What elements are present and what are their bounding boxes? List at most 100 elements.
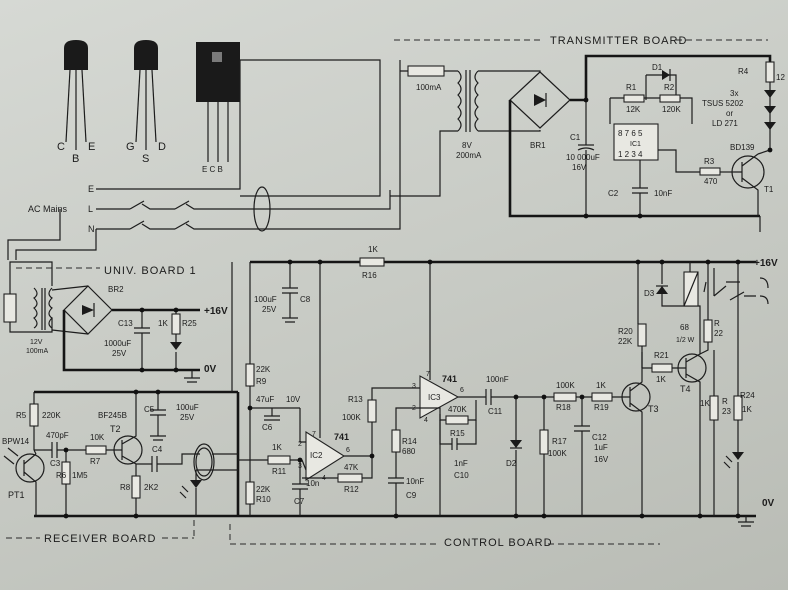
- r6-name: R6: [56, 471, 67, 480]
- c7-name: C7: [294, 497, 305, 506]
- c10-name: C10: [454, 471, 469, 480]
- control-board-label: CONTROL BOARD: [444, 537, 553, 549]
- r24-val: 1K: [742, 405, 752, 414]
- r5-name: R5: [16, 411, 27, 420]
- r14-val: 680: [402, 447, 416, 456]
- ic2-type: 741: [334, 432, 349, 442]
- ic2-pin2: 2: [298, 441, 302, 448]
- r19-val: 1K: [596, 381, 606, 390]
- mains-line-e: E: [88, 184, 94, 194]
- univ-xfmr-a: 100mA: [26, 348, 49, 355]
- bpw-label: BPW14: [2, 437, 30, 446]
- r11-name: R11: [272, 467, 287, 476]
- ic1-label: IC1: [630, 141, 641, 148]
- ic3-pin4: 4: [424, 417, 428, 424]
- ctrl-0v: 0V: [762, 498, 775, 509]
- receiver-board-label: RECEIVER BOARD: [44, 533, 156, 545]
- pt1-label: PT1: [8, 490, 25, 500]
- receiver-board: R5 220K BPW14 PT1 470pF C3 R6 1M5 10K R7…: [2, 390, 238, 545]
- c3-val: 470pF: [46, 431, 69, 440]
- tx-c2-val: 10nF: [654, 189, 672, 198]
- c5-name: C5: [144, 405, 155, 414]
- univ-board-label: UNIV. BOARD 1: [104, 265, 197, 277]
- d3-label: D3: [644, 289, 655, 298]
- tx-leds-alt: LD 271: [712, 119, 738, 128]
- t2-name: T2: [110, 424, 121, 434]
- c5-v: 25V: [180, 413, 195, 422]
- r21-name: R21: [654, 351, 669, 360]
- ic1-pins-top: 8 7 6 5: [618, 129, 643, 138]
- t4-label: T4: [680, 384, 691, 394]
- r21-val: 1K: [656, 375, 666, 384]
- r11-val: 1K: [272, 443, 282, 452]
- r22-val: 68: [680, 323, 689, 332]
- t2-type: BF245B: [98, 411, 127, 420]
- tx-r4-name: R4: [738, 67, 749, 76]
- mains-line-n: N: [88, 224, 95, 234]
- ic2-pin6: 6: [346, 447, 350, 454]
- ac-mains-section: AC Mains E L N: [7, 59, 401, 260]
- ic2-name: IC2: [310, 451, 323, 460]
- tx-c1-name: C1: [570, 133, 581, 142]
- r23-r: R: [722, 397, 728, 406]
- r15-val: 470K: [448, 405, 467, 414]
- r16-val: 1K: [368, 245, 378, 254]
- c8-v: 25V: [262, 305, 277, 314]
- ic3-pin6: 6: [460, 387, 464, 394]
- c9-name: C9: [406, 491, 417, 500]
- c8-val: 100uF: [254, 295, 277, 304]
- r25-val: 1K: [158, 319, 168, 328]
- c8-name: C8: [300, 295, 311, 304]
- r22-num: 22: [714, 329, 723, 338]
- c7-val: 10n: [306, 479, 319, 488]
- ic3-name: IC3: [428, 393, 441, 402]
- r9-name: R9: [256, 377, 267, 386]
- fet-pin-s: S: [142, 153, 149, 165]
- r19-name: R19: [594, 403, 609, 412]
- package-bjt: C E B: [57, 40, 95, 165]
- c13-name: C13: [118, 319, 133, 328]
- tx-c1-v: 16V: [572, 163, 587, 172]
- tx-leds-type: TSUS 5202: [702, 99, 744, 108]
- power-pins-label: E C B: [202, 165, 223, 174]
- c5-val: 100uF: [176, 403, 199, 412]
- tx-c1-val: 10 000uF: [566, 153, 600, 162]
- c6-name: C6: [262, 423, 273, 432]
- ic3-pin7: 7: [426, 371, 430, 378]
- r16-name: R16: [362, 271, 377, 280]
- r23-val: 1K: [700, 399, 710, 408]
- r9-val: 22K: [256, 365, 271, 374]
- bjt-pin-e: E: [88, 141, 95, 153]
- d2-label: D2: [506, 459, 517, 468]
- t3-label: T3: [648, 404, 659, 414]
- tx-leds-count: 3x: [730, 89, 738, 98]
- r13-val: 100K: [342, 413, 361, 422]
- r18-val: 100K: [556, 381, 575, 390]
- c12-val: 1uF: [594, 443, 608, 452]
- r6-val: 1M5: [72, 471, 88, 480]
- r15-name: R15: [450, 429, 465, 438]
- c6-val: 47uF: [256, 395, 274, 404]
- c10-val: 1nF: [454, 459, 468, 468]
- r13-name: R13: [348, 395, 363, 404]
- package-power-transistor: E C B: [196, 42, 240, 174]
- c3-name: C3: [50, 459, 61, 468]
- tx-r2-name: R2: [664, 83, 675, 92]
- r10-val: 22K: [256, 485, 271, 494]
- ctrl-plus16v: +16V: [754, 258, 778, 269]
- r20-val: 22K: [618, 337, 633, 346]
- ic3-type: 741: [442, 374, 457, 384]
- tx-fuse-label: 100mA: [416, 83, 442, 92]
- fet-pin-g: G: [126, 141, 135, 153]
- transmitter-board-label: TRANSMITTER BOARD: [550, 35, 687, 47]
- r12-name: R12: [344, 485, 359, 494]
- c11-val: 100nF: [486, 375, 509, 384]
- r25-name: R25: [182, 319, 197, 328]
- ic3-pin3: 3: [412, 383, 416, 390]
- tx-r1-name: R1: [626, 83, 637, 92]
- c6-v: 10V: [286, 395, 301, 404]
- r22-w: 1/2 W: [676, 337, 695, 344]
- univ-board: UNIV. BOARD 1 12V 100mA BR2 +16V 0V C13 …: [3, 261, 228, 383]
- tx-d1-label: D1: [652, 63, 663, 72]
